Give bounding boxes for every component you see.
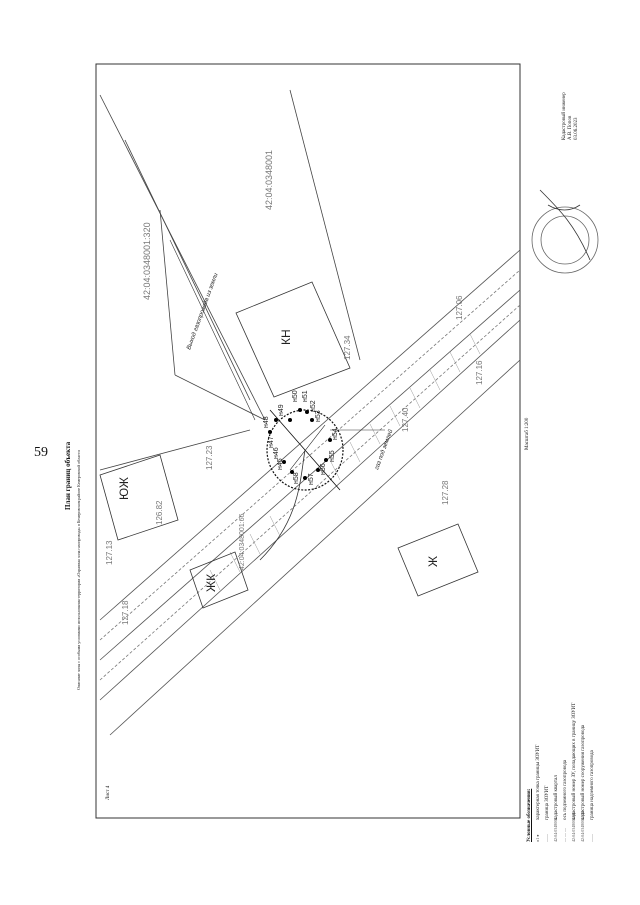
building-yuzh (99, 454, 179, 541)
point-label: н55 (329, 450, 336, 462)
elevation-label: 127.13 (105, 540, 114, 565)
boundary-point (324, 458, 328, 462)
note-gas-outlet: Выход газопровода из земли (186, 272, 220, 351)
elevation-label: 127.18 (121, 600, 130, 625)
buildings (99, 281, 479, 609)
point-label: н46 (273, 447, 280, 459)
boundary-point (282, 460, 286, 464)
leader-line (169, 239, 256, 421)
boundary-point (290, 470, 294, 474)
gas-pipe-axis (259, 449, 306, 561)
boundary-point (305, 410, 309, 414)
point-label: н57 (308, 473, 315, 485)
elevation-label: 127.16 (475, 360, 484, 385)
boundary-point (268, 430, 272, 434)
elevations: 127.13 127.18 127.23 127.34 127.40 127.2… (105, 295, 484, 625)
building-label-kn: КН (279, 329, 293, 345)
boundary-point (316, 468, 320, 472)
point-label: н45 (277, 458, 284, 470)
point-label: н54 (332, 428, 339, 440)
elevation-label: 126.82 (155, 500, 164, 525)
point-label: н50 (292, 390, 299, 402)
building-zhk (189, 551, 249, 609)
boundary-point (310, 418, 314, 422)
point-label: н48 (263, 416, 270, 428)
elevation-label: 127.34 (343, 335, 352, 360)
elevation-label: 127.23 (205, 445, 214, 470)
point-label: н51 (302, 390, 309, 402)
point-label: н56 (320, 463, 327, 475)
point-labels: н47 н48 н49 н50 н51 н52 н53 н54 н55 н56 … (263, 390, 339, 485)
point-label: н53 (315, 410, 322, 422)
page-number: 59 (34, 445, 48, 460)
parcel-boundaries (99, 89, 361, 471)
boundary-point (288, 418, 292, 422)
parcel-label: 42:04:0348001 (264, 150, 274, 210)
note-gas-underground: газ под землей (373, 428, 394, 471)
point-label: н58 (293, 472, 300, 484)
parcel-label: 42:04:0348001:66 (239, 513, 246, 570)
building-label-zhk: ЖК (204, 574, 218, 592)
boundary-point (303, 476, 307, 480)
building-label-zh: Ж (426, 556, 440, 567)
building-kn (235, 281, 351, 398)
road-hatching (209, 333, 481, 591)
building-zh (397, 523, 479, 597)
boundary-point (328, 438, 332, 442)
boundary-point (274, 418, 278, 422)
point-label: н47 (268, 436, 275, 448)
building-label-yuzh: ЮЖ (117, 477, 131, 500)
point-label: н52 (310, 400, 317, 412)
seal-stamp (531, 189, 599, 274)
parcel-label: 42:04:0348001:320 (142, 222, 152, 300)
elevation-label: 127.06 (455, 295, 464, 320)
boundary-points (268, 408, 332, 480)
elevation-label: 127.28 (441, 480, 450, 505)
boundary-point (298, 408, 302, 412)
elevation-label: 127.40 (401, 407, 410, 432)
map-frame (95, 63, 521, 819)
road (99, 249, 521, 736)
point-label: н49 (278, 404, 285, 416)
